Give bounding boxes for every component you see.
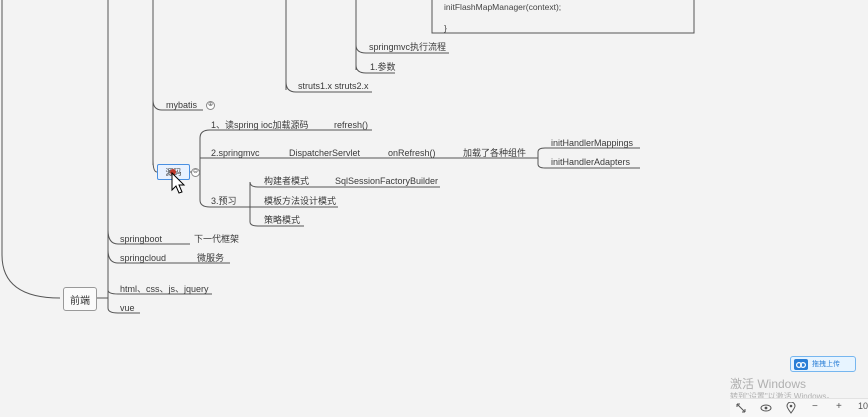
drag-upload-button[interactable]: 拖拽上传 xyxy=(790,356,856,372)
node-frontend-label: 前端 xyxy=(70,295,90,307)
node-load-components[interactable]: 加载了各种组件 xyxy=(463,148,527,158)
activation-watermark-title: 激活 Windows xyxy=(730,377,807,391)
node-dispatcher-servlet[interactable]: DispatcherServlet xyxy=(289,148,361,158)
mouse-cursor-icon xyxy=(170,169,186,194)
zoom-in-button[interactable]: + xyxy=(836,401,842,412)
node-springboot[interactable]: springboot xyxy=(120,234,163,244)
node-onrefresh[interactable]: onRefresh() xyxy=(388,148,436,158)
node-springmvc-flow[interactable]: springmvc执行流程 xyxy=(369,42,447,52)
node-init-handler-mappings[interactable]: initHandlerMappings xyxy=(551,138,634,148)
node-springcloud[interactable]: springcloud xyxy=(120,253,167,263)
collapse-toggle-icon[interactable]: ⊖ xyxy=(191,168,200,177)
node-refresh[interactable]: refresh() xyxy=(334,120,369,130)
node-init-handler-adapters[interactable]: initHandlerAdapters xyxy=(551,157,631,167)
location-icon[interactable] xyxy=(786,402,796,414)
node-struts[interactable]: struts1.x struts2.x xyxy=(298,81,369,91)
expand-toggle-icon[interactable]: ⊕ xyxy=(206,101,215,110)
code-line: initFlashMapManager(context); xyxy=(444,2,562,12)
node-step2[interactable]: 2.springmvc xyxy=(211,148,260,158)
node-template-pattern[interactable]: 模板方法设计模式 xyxy=(264,196,337,206)
node-web-basics[interactable]: html、css、js、jquery xyxy=(120,284,209,294)
node-mybatis[interactable]: mybatis xyxy=(166,100,198,110)
node-springboot-desc[interactable]: 下一代框架 xyxy=(194,234,240,244)
zoom-level: 10 xyxy=(858,401,868,411)
drag-upload-label: 拖拽上传 xyxy=(812,361,840,368)
zoom-toolbar: − + 10 xyxy=(730,398,868,417)
zoom-out-button[interactable]: − xyxy=(812,401,818,412)
node-builder-pattern[interactable]: 构建者模式 xyxy=(264,176,310,186)
node-params[interactable]: 1.参数 xyxy=(370,62,396,72)
node-step1[interactable]: 1、读spring ioc加载源码 xyxy=(211,120,309,130)
activation-watermark-subtitle: 转到"设置"以激活 Windows。 xyxy=(730,392,835,401)
node-vue[interactable]: vue xyxy=(120,303,135,313)
node-springcloud-desc[interactable]: 微服务 xyxy=(197,253,225,263)
node-frontend[interactable]: 前端 xyxy=(63,287,97,311)
node-strategy-pattern[interactable]: 策略模式 xyxy=(264,215,301,225)
node-sql-session-factory-builder[interactable]: SqlSessionFactoryBuilder xyxy=(335,176,439,186)
eye-icon[interactable] xyxy=(760,403,772,413)
cloud-icon xyxy=(794,358,808,370)
expand-icon[interactable] xyxy=(736,403,746,413)
code-line: } xyxy=(444,23,447,33)
node-step3[interactable]: 3.预习 xyxy=(211,196,237,206)
